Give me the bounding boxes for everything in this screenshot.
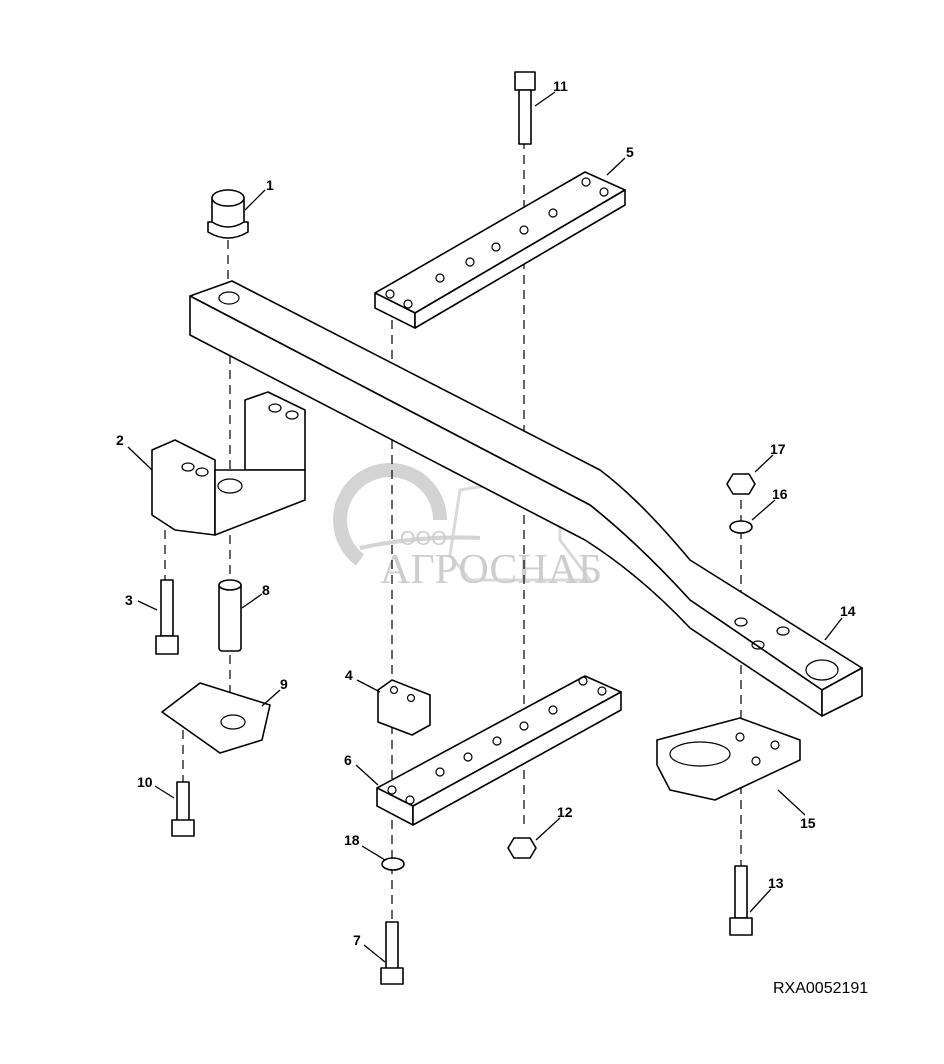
part-11-bolt [514,71,536,145]
part-16-washer [729,520,753,534]
callout-5: 5 [626,144,634,160]
callout-7: 7 [353,932,361,948]
callout-13: 13 [768,875,784,891]
part-15-clevis [656,717,801,801]
part-3-bolt [155,579,179,655]
callout-6: 6 [344,752,352,768]
callout-labels: 1 2 3 4 5 6 7 8 9 10 11 12 13 14 15 16 1… [116,78,856,948]
watermark-prefix: ООО [400,528,447,550]
watermark-logo: ООО АГРОСНАБ [333,457,602,593]
part-10-bolt [171,781,195,837]
part-4-spacer-block [377,679,431,736]
callout-11: 11 [553,78,568,94]
part-9-retainer-plate [161,682,271,754]
part-2-support-bracket [151,391,306,536]
part-1-plug [207,189,249,239]
part-7-bolt [380,921,404,985]
nuts-washers [381,473,756,871]
callout-18: 18 [344,832,360,848]
callout-3: 3 [125,592,133,608]
callout-4: 4 [345,667,353,683]
callout-1: 1 [266,177,274,193]
gear-icon [333,463,447,566]
callout-12: 12 [557,804,573,820]
callout-8: 8 [262,582,270,598]
part-12-nut [507,837,537,859]
part-5-upper-strap [374,171,626,329]
part-14-drawbar [189,280,863,717]
leader-lines [127,91,843,963]
watermark-name: АГРОСНАБ [380,547,602,593]
part-8-pin [218,579,242,652]
callout-17: 17 [770,441,786,457]
part-13-bolt [729,865,753,936]
callout-2: 2 [116,432,124,448]
callout-10: 10 [137,774,153,790]
callout-14: 14 [840,603,856,619]
part-17-nut [726,473,756,495]
part-18-washer [381,857,405,871]
callout-16: 16 [772,486,788,502]
part-6-lower-strap [376,675,622,826]
callout-15: 15 [800,815,816,831]
reference-code: RXA0052191 [773,980,869,997]
callout-9: 9 [280,676,288,692]
